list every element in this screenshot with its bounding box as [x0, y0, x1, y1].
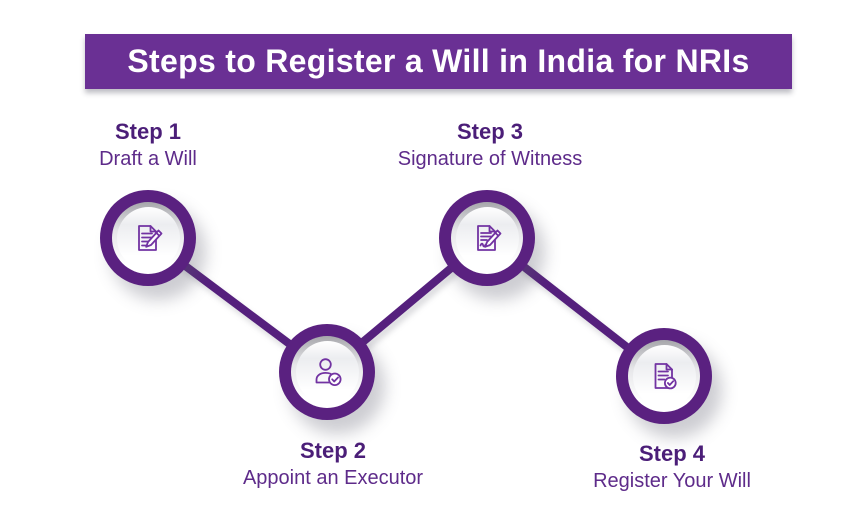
document-check-icon	[654, 363, 677, 390]
signature-pen-icon	[477, 225, 502, 251]
step3-label: Step 3	[456, 119, 524, 144]
step1-node	[100, 190, 196, 286]
step2-disc-face	[295, 340, 359, 404]
step1-text: Step 1 Draft a Will	[18, 118, 278, 173]
step1-disc	[112, 202, 184, 274]
person-check-icon	[315, 358, 342, 387]
step4-disc	[628, 340, 700, 412]
step3-description: Signature of Witness	[397, 147, 583, 170]
step4-label: Step 4	[638, 441, 706, 466]
step2-disc	[291, 336, 363, 408]
step1-disc-face	[116, 206, 180, 270]
step1-description: Draft a Will	[99, 147, 197, 170]
step4-description: Register Your Will	[593, 469, 751, 492]
step4-text: Step 4 Register Your Will	[542, 440, 802, 495]
step1-label: Step 1	[114, 119, 182, 144]
document-pen-icon	[138, 225, 163, 251]
step2-label: Step 2	[299, 438, 367, 463]
zigzag-path	[145, 232, 667, 380]
step3-disc-face	[455, 206, 519, 270]
page-title: Steps to Register a Will in India for NR…	[127, 43, 750, 79]
step4-disc-face	[632, 344, 696, 408]
step2-description: Appoint an Executor	[242, 466, 424, 489]
step2-node	[279, 324, 375, 420]
step3-disc	[451, 202, 523, 274]
step2-text: Step 2 Appoint an Executor	[203, 437, 463, 492]
step3-text: Step 3 Signature of Witness	[360, 118, 620, 173]
step3-node	[439, 190, 535, 286]
title-banner: Steps to Register a Will in India for NR…	[85, 34, 792, 89]
step4-node	[616, 328, 712, 424]
